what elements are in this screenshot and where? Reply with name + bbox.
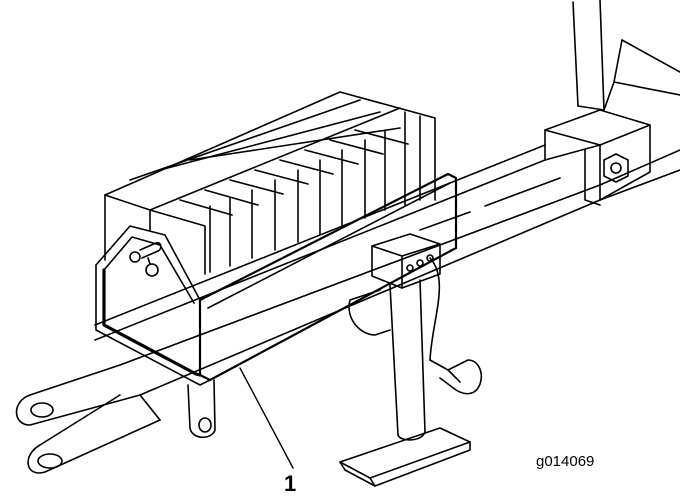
weight-tray bbox=[95, 172, 458, 386]
jack-stand bbox=[339, 233, 483, 487]
drawbar-tube bbox=[94, 144, 680, 396]
tube-collar bbox=[544, 109, 651, 206]
callout-number-1: 1 bbox=[284, 471, 297, 496]
weight-stack bbox=[104, 91, 436, 275]
bolt-icon bbox=[603, 153, 629, 183]
upright-frame bbox=[572, 0, 680, 111]
hitch-tongues bbox=[15, 364, 161, 474]
tray-pin-ring-icon bbox=[145, 263, 159, 277]
tray-pin-head bbox=[129, 251, 141, 263]
tray-mount-leg bbox=[187, 379, 216, 439]
callout-leader-1 bbox=[239, 367, 294, 469]
hitch-eye-lower bbox=[37, 453, 63, 469]
figure-id: g014069 bbox=[536, 453, 595, 470]
hitch-eye-upper bbox=[30, 402, 54, 418]
